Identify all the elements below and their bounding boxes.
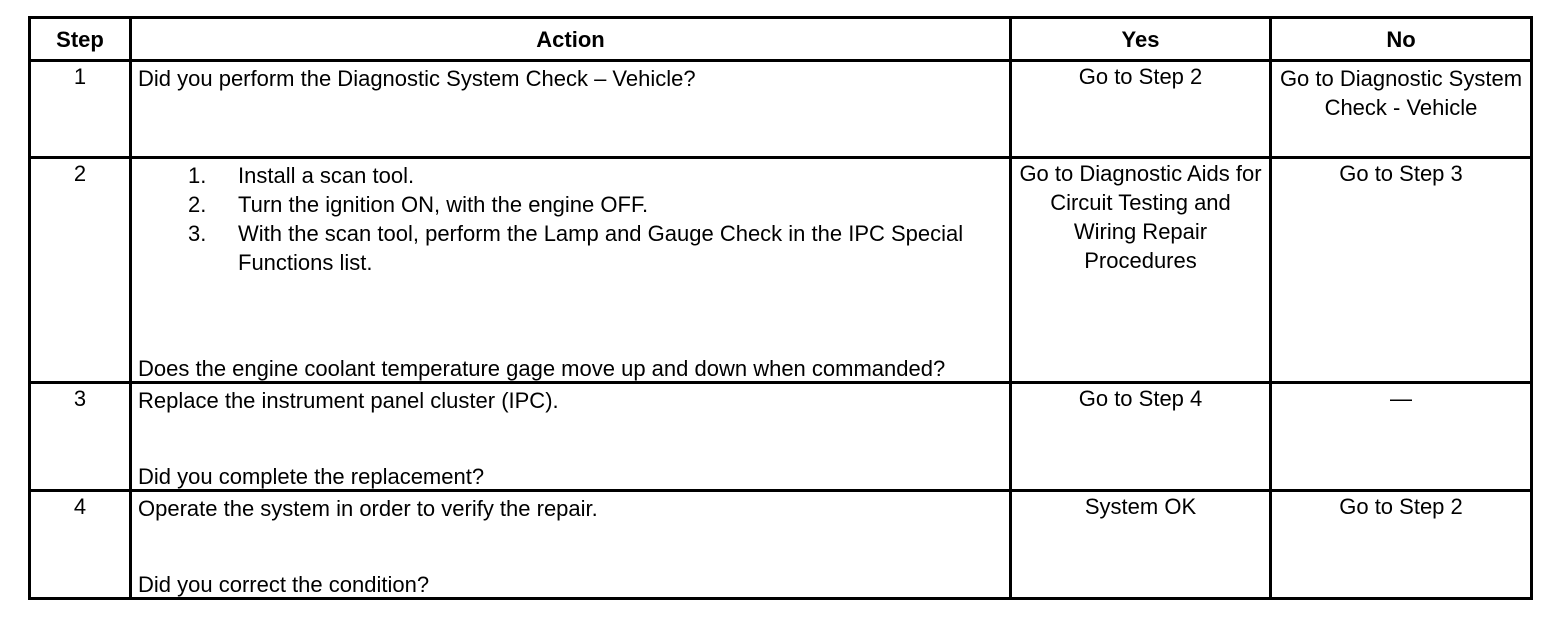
substep-number: 3. bbox=[188, 221, 207, 246]
header-action: Action bbox=[129, 16, 1012, 62]
list-item: 1. Install a scan tool. bbox=[188, 161, 1003, 190]
yes-cell: Go to Step 4 bbox=[1009, 381, 1272, 492]
header-step: Step bbox=[28, 16, 132, 62]
table-row: 1 Did you perform the Diagnostic System … bbox=[28, 59, 1533, 159]
action-text: Operate the system in order to verify th… bbox=[138, 496, 598, 521]
step-number: 4 bbox=[28, 489, 132, 600]
list-item: 3. With the scan tool, perform the Lamp … bbox=[188, 219, 1003, 277]
question-text: Did you complete the replacement? bbox=[138, 464, 485, 489]
no-cell: Go to Diagnostic System Check - Vehicle bbox=[1269, 59, 1533, 159]
action-cell: 1. Install a scan tool. 2. Turn the igni… bbox=[129, 156, 1012, 384]
table-header-row: Step Action Yes No bbox=[28, 16, 1533, 62]
action-text: Replace the instrument panel cluster (IP… bbox=[138, 388, 559, 413]
step-number: 3 bbox=[28, 381, 132, 492]
no-cell: Go to Step 2 bbox=[1269, 489, 1533, 600]
action-cell: Replace the instrument panel cluster (IP… bbox=[129, 381, 1012, 492]
step-number: 2 bbox=[28, 156, 132, 384]
step-number: 1 bbox=[28, 59, 132, 159]
header-yes: Yes bbox=[1009, 16, 1272, 62]
diagnostic-table: Step Action Yes No 1 Did you perform the… bbox=[28, 16, 1533, 600]
table-row: 4 Operate the system in order to verify … bbox=[28, 489, 1533, 600]
table-row: 3 Replace the instrument panel cluster (… bbox=[28, 381, 1533, 492]
yes-cell: Go to Diagnostic Aids for Circuit Testin… bbox=[1009, 156, 1272, 384]
list-item: 2. Turn the ignition ON, with the engine… bbox=[188, 190, 1003, 219]
substep-text: Install a scan tool. bbox=[238, 163, 415, 188]
no-cell: Go to Step 3 bbox=[1269, 156, 1533, 384]
action-cell: Operate the system in order to verify th… bbox=[129, 489, 1012, 600]
yes-cell: Go to Step 2 bbox=[1009, 59, 1272, 159]
table-row: 2 1. Install a scan tool. 2. Turn the ig… bbox=[28, 156, 1533, 384]
substep-text: With the scan tool, perform the Lamp and… bbox=[238, 221, 964, 275]
action-text: Did you perform the Diagnostic System Ch… bbox=[138, 66, 696, 91]
action-cell: Did you perform the Diagnostic System Ch… bbox=[129, 59, 1012, 159]
substep-number: 1. bbox=[188, 163, 207, 188]
substep-list: 1. Install a scan tool. 2. Turn the igni… bbox=[138, 161, 1003, 277]
header-no: No bbox=[1269, 16, 1533, 62]
yes-cell: System OK bbox=[1009, 489, 1272, 600]
substep-number: 2. bbox=[188, 192, 207, 217]
question-text: Did you correct the condition? bbox=[138, 572, 430, 597]
substep-text: Turn the ignition ON, with the engine OF… bbox=[238, 192, 649, 217]
diagnostic-table-container: Step Action Yes No 1 Did you perform the… bbox=[28, 16, 1533, 600]
question-text: Does the engine coolant temperature gage… bbox=[138, 356, 946, 381]
no-cell: — bbox=[1269, 381, 1533, 492]
